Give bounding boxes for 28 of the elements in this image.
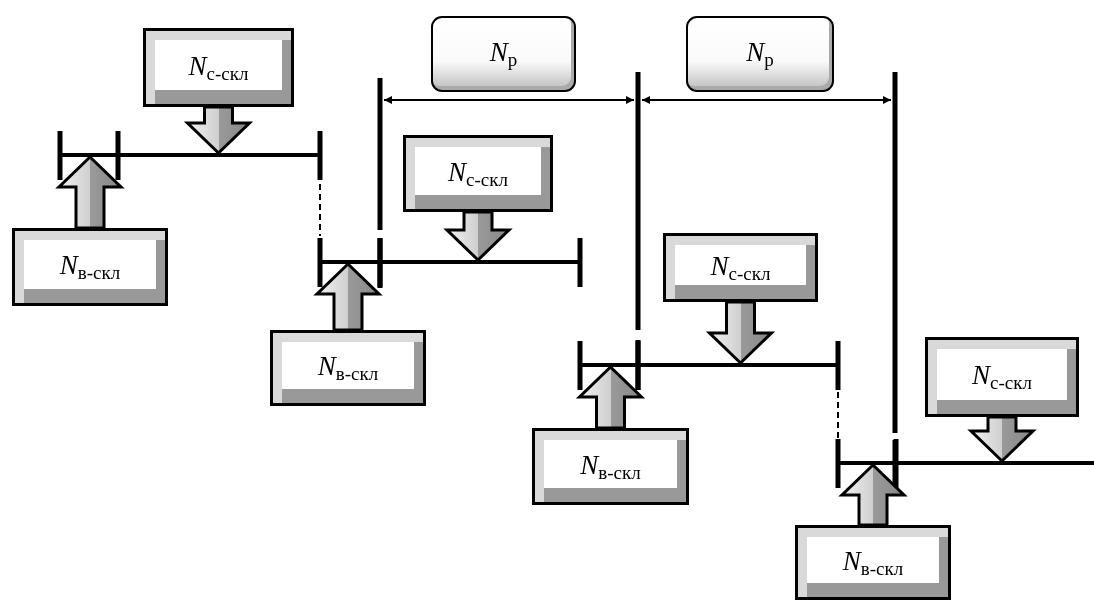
callout-box: [143, 28, 294, 107]
block-arrow: [313, 261, 383, 332]
callout-box: [795, 525, 951, 600]
callout-box: [663, 233, 818, 302]
quantity-label: N$_{с-скл}$: [448, 158, 508, 189]
quantity-label: N$_{р}$: [489, 39, 518, 69]
callout-box: [270, 330, 426, 406]
quantity-label: N$_{р}$: [746, 39, 774, 69]
period-box: [686, 16, 834, 92]
quantity-label: N$_{в-скл}$: [580, 451, 641, 482]
quantity-label: N$_{в-скл}$: [59, 252, 121, 282]
callout-box: [12, 228, 168, 306]
block-arrow: [55, 154, 125, 230]
block-arrow: [183, 105, 254, 156]
quantity-label: N$_{в-скл}$: [317, 353, 379, 383]
block-arrow: [575, 364, 646, 430]
callout-box: [925, 337, 1079, 417]
quantity-label: N$_{с-скл}$: [710, 252, 771, 283]
quantity-label: N$_{в-скл}$: [842, 547, 904, 578]
block-arrow: [838, 462, 908, 527]
block-arrow: [705, 300, 776, 366]
period-box: [431, 16, 576, 92]
block-arrow: [443, 210, 513, 263]
callout-box: [532, 428, 689, 505]
callout-box: [403, 135, 553, 212]
block-arrow: [967, 415, 1037, 464]
quantity-label: N$_{с-скл}$: [972, 362, 1032, 392]
quantity-label: N$_{с-скл}$: [188, 52, 249, 83]
